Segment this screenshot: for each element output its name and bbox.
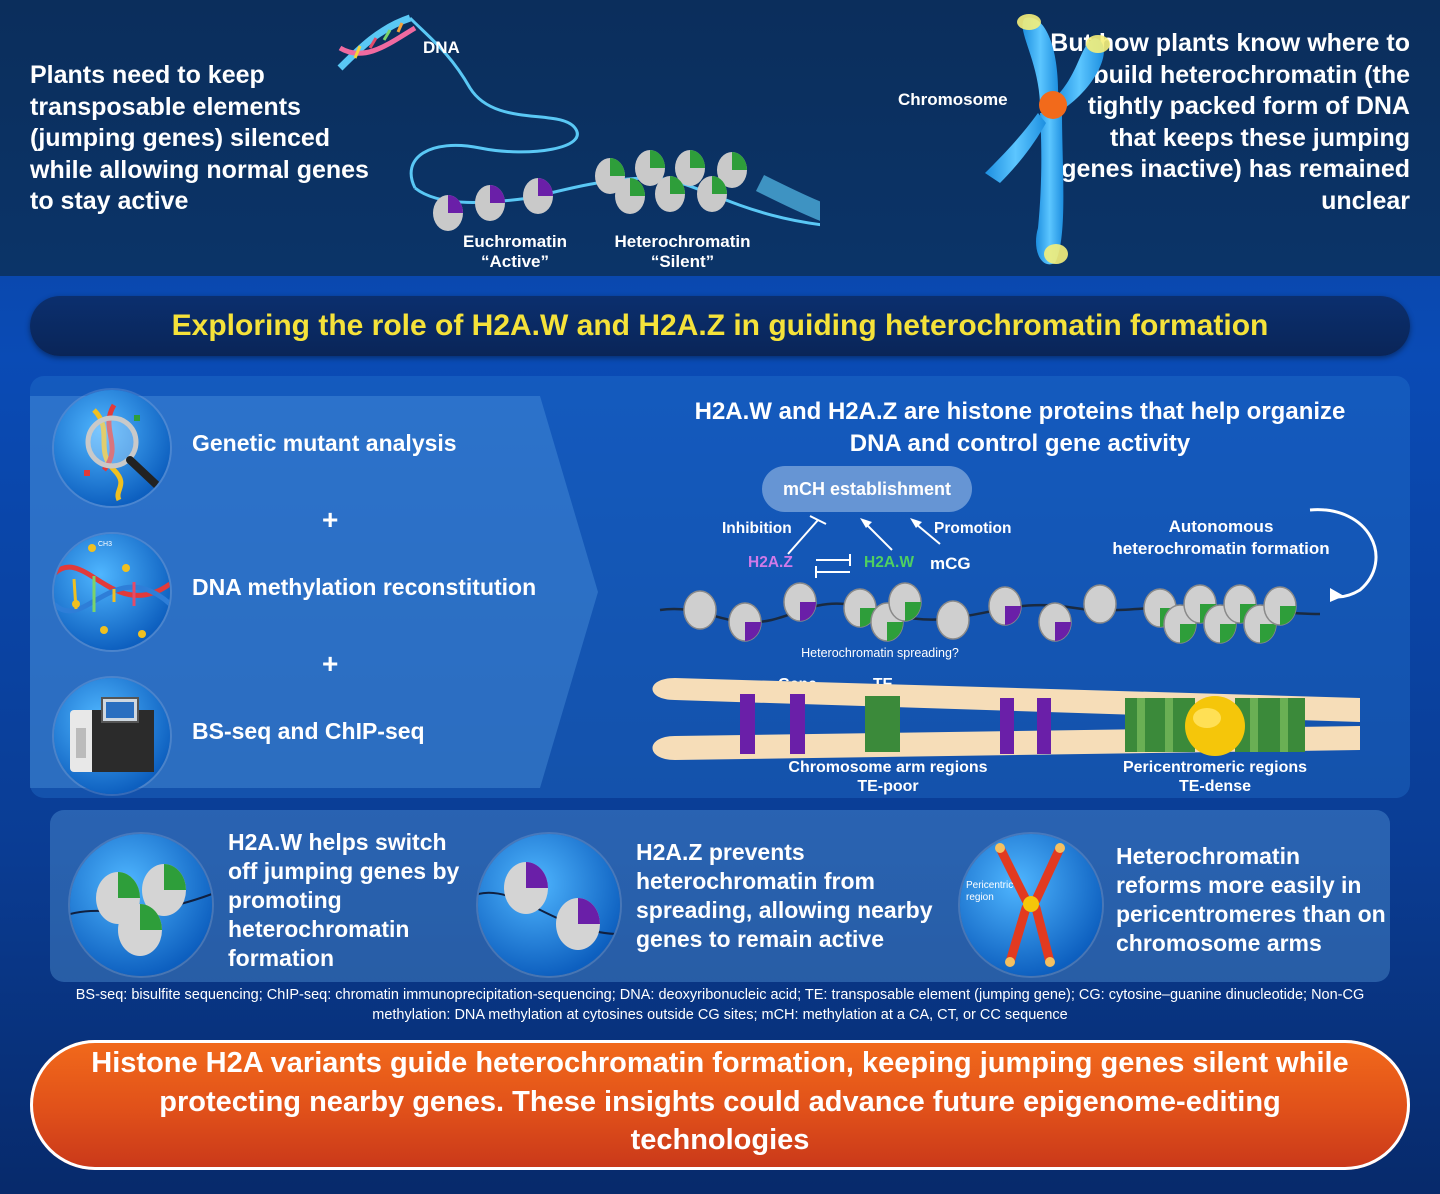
main-title: Exploring the role of H2A.W and H2A.Z in… bbox=[171, 309, 1269, 342]
histone-variant-mark bbox=[1055, 622, 1071, 641]
nucleosome bbox=[936, 600, 970, 640]
method-bs-seq-chip-seq: BS-seq and ChIP-seq bbox=[192, 718, 425, 744]
histone-variant-mark bbox=[905, 602, 921, 621]
intro-right-text: But how plants know where to build heter… bbox=[1050, 29, 1410, 215]
histone-variant-mark bbox=[1260, 624, 1276, 643]
plus-sign-2: + bbox=[322, 648, 339, 679]
circular-arrow-icon bbox=[1309, 508, 1378, 602]
histone-variant-mark bbox=[1280, 606, 1296, 625]
finding-h2az: H2A.Z prevents heterochromatin from spre… bbox=[636, 839, 933, 952]
nucleosome bbox=[683, 590, 717, 630]
histone-variant-mark bbox=[1180, 624, 1196, 643]
intro-left-text: Plants need to keep transposable element… bbox=[30, 61, 369, 215]
promotion-label: Promotion bbox=[934, 520, 1012, 537]
h2aw-label: H2A.W bbox=[864, 554, 914, 571]
h2az-label: H2A.Z bbox=[748, 554, 793, 571]
mch-establishment-pill: mCH establishment bbox=[762, 466, 972, 512]
h2aw-nucleosome-icon bbox=[70, 834, 212, 976]
method-dna-methylation-reconstitution: DNA methylation reconstitution bbox=[192, 574, 537, 600]
conclusion-text: Histone H2A variants guide heterochromat… bbox=[91, 1047, 1349, 1156]
findings-panel bbox=[50, 810, 1390, 982]
histone-variant-mark bbox=[800, 602, 816, 621]
dna-to-chromatin-illustration bbox=[337, 14, 820, 231]
histone-variant-mark bbox=[1005, 606, 1021, 625]
histone-variant-mark bbox=[860, 608, 876, 627]
nucleosome bbox=[1083, 584, 1117, 624]
plus-sign-1: + bbox=[322, 504, 339, 535]
method-genetic-mutant-analysis: Genetic mutant analysis bbox=[192, 430, 457, 456]
mcg-label: mCG bbox=[930, 554, 971, 573]
abbreviations-text: BS-seq: bisulfite sequencing; ChIP-seq: … bbox=[75, 987, 1365, 1023]
nucleosome-fiber bbox=[659, 582, 1321, 644]
euchromatin-nucleosomes bbox=[433, 178, 553, 231]
methods-arrow-shape bbox=[30, 396, 598, 788]
histone-variant-mark bbox=[887, 622, 903, 641]
dna-methylation-icon: CH3 bbox=[54, 534, 170, 650]
sequencer-icon bbox=[54, 678, 170, 794]
heterochromatin-nucleosomes bbox=[595, 150, 747, 214]
heterochromatin-label: Heterochromatin“Silent” bbox=[614, 232, 751, 271]
histone-variant-mark bbox=[1220, 624, 1236, 643]
chromosome-label: Chromosome bbox=[898, 90, 1008, 109]
dna-helix-icon bbox=[337, 14, 579, 189]
model-heading: H2A.W and H2A.Z are histone proteins tha… bbox=[694, 398, 1346, 457]
main-title-bar: Exploring the role of H2A.W and H2A.Z in… bbox=[30, 296, 1410, 356]
heterochromatin-spreading-label: Heterochromatin spreading? bbox=[801, 646, 959, 660]
h2az-nucleosome-icon bbox=[478, 834, 620, 976]
genetic-analysis-icon bbox=[54, 390, 170, 506]
intro-band bbox=[0, 0, 1440, 276]
chromosome-arm-diagram bbox=[652, 678, 1360, 760]
pericentric-chromosome-icon bbox=[960, 834, 1102, 976]
finding-h2aw: H2A.W helps switch off jumping genes by … bbox=[228, 829, 460, 971]
inhibition-label: Inhibition bbox=[722, 520, 792, 537]
euchromatin-label: Euchromatin“Active” bbox=[463, 232, 567, 271]
conclusion-banner bbox=[30, 1040, 1410, 1170]
regulation-arrows bbox=[787, 515, 941, 578]
finding-pericentromere: Heterochromatin reforms more easily in p… bbox=[1116, 843, 1386, 956]
histone-variant-mark bbox=[745, 622, 761, 641]
ch3-label: CH3 bbox=[98, 541, 112, 548]
dna-label: DNA bbox=[423, 38, 460, 57]
chromosome-icon bbox=[985, 14, 1110, 265]
